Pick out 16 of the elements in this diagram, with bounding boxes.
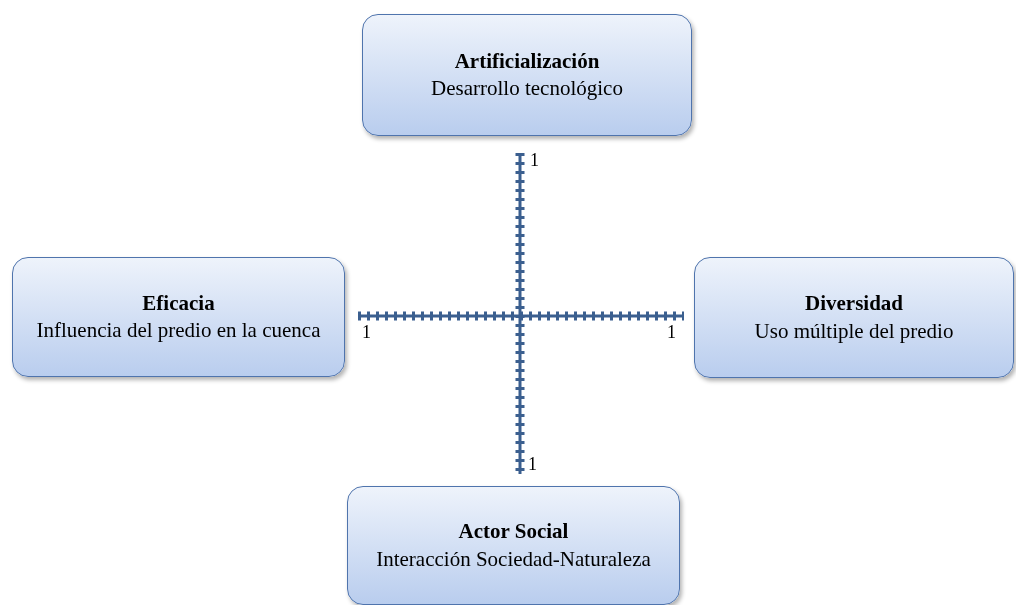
box-title: Eficacia — [142, 289, 215, 317]
box-text: Desarrollo tecnológico — [431, 75, 623, 102]
box-title: Actor Social — [458, 518, 569, 546]
rounded-box — [347, 486, 680, 605]
box-title: Artificialización — [454, 47, 600, 75]
tick-label: 1 — [667, 322, 676, 343]
box-text: Influencia del predio en la cuenca — [36, 317, 321, 344]
box-text: Interacción Sociedad-Naturaleza — [376, 545, 651, 573]
tick-label: 1 — [530, 150, 539, 171]
box-text: Uso múltiple del predio — [754, 317, 954, 345]
box-title: Diversidad — [805, 290, 903, 318]
tick-label: 1 — [528, 454, 537, 475]
rounded-box — [694, 257, 1014, 378]
rounded-box — [12, 257, 345, 377]
tick-label: 1 — [362, 322, 371, 343]
rounded-box — [362, 14, 692, 136]
